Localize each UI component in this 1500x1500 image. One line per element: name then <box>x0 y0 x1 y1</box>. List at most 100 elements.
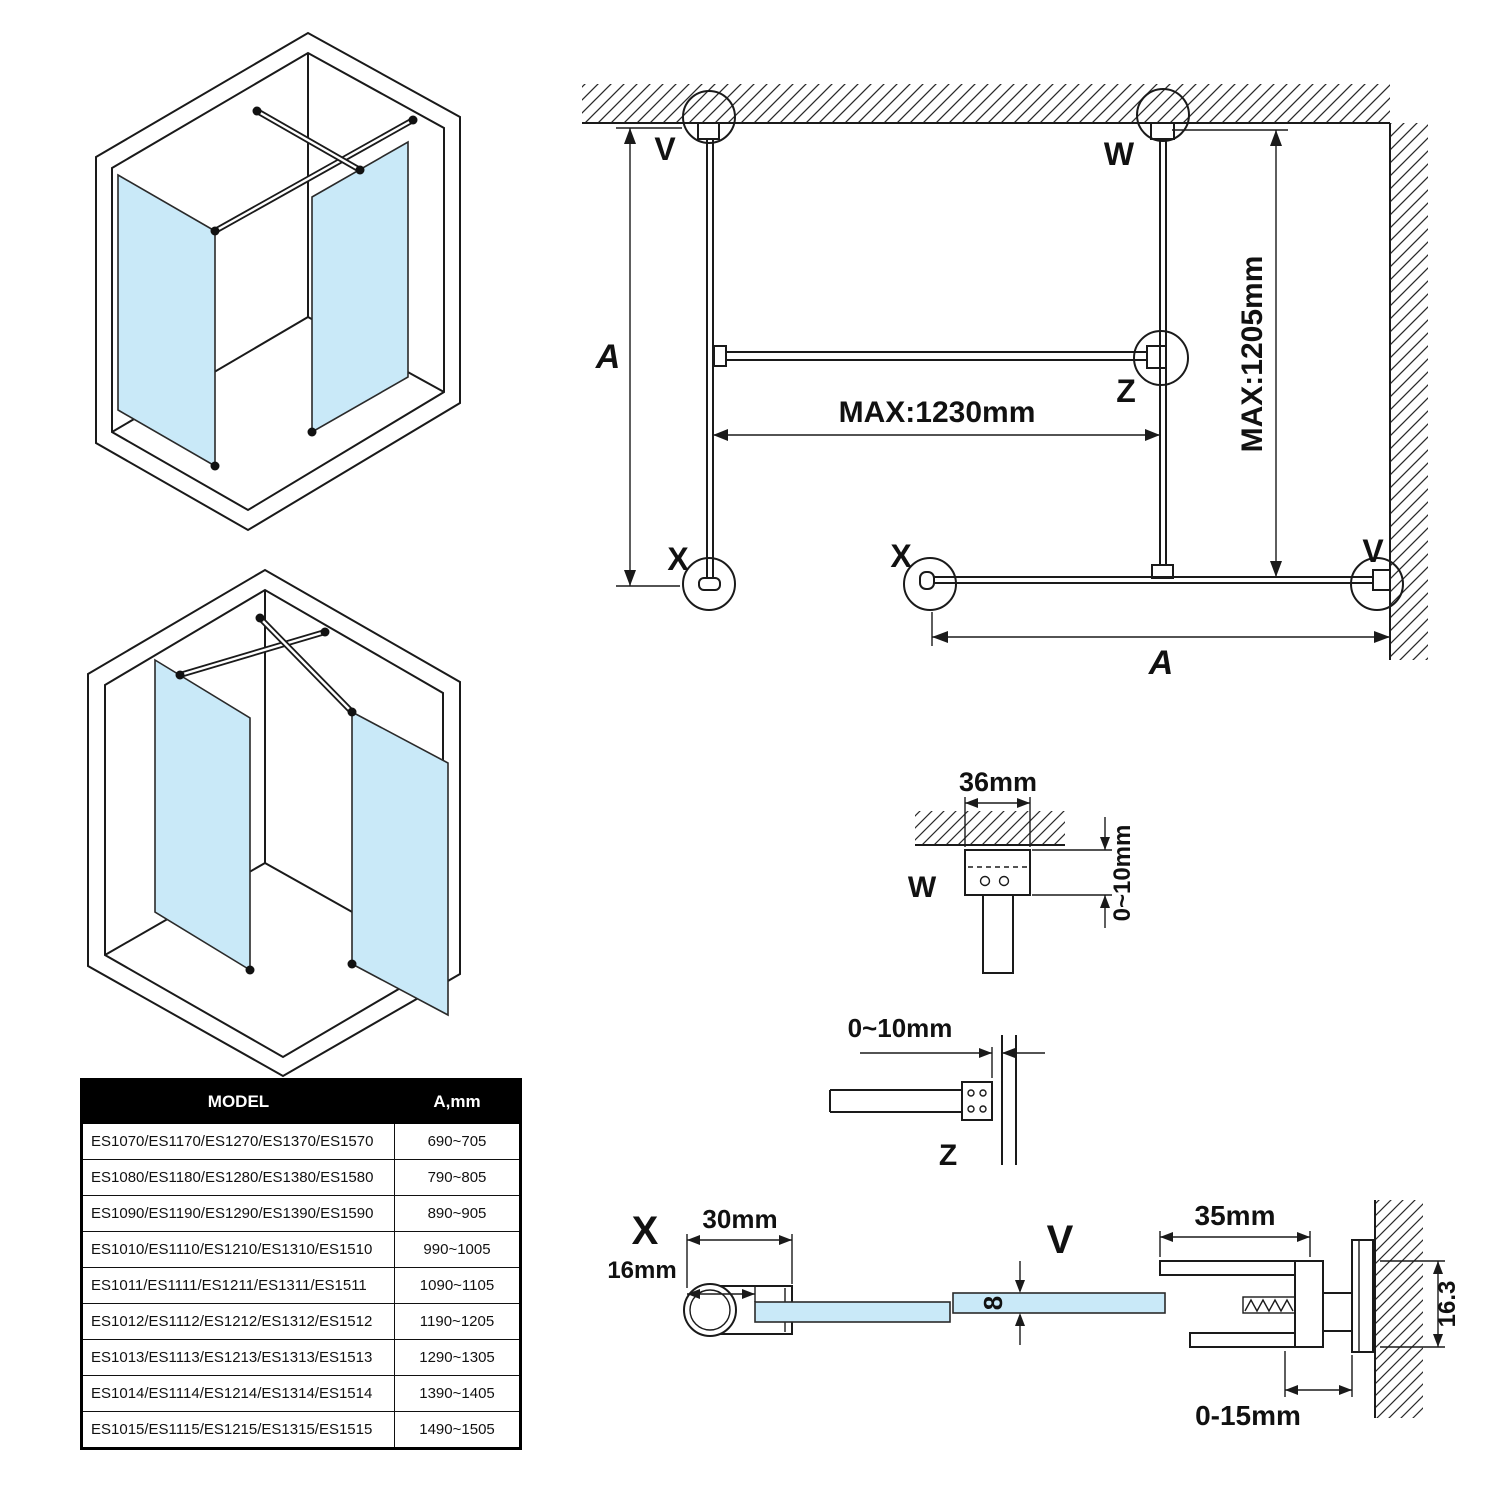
svg-text:MAX:1230mm: MAX:1230mm <box>839 396 1036 429</box>
detail-label-v: V <box>1047 1218 1074 1262</box>
a-cell: 790~805 <box>394 1159 521 1196</box>
table-header-model: MODEL <box>81 1079 395 1124</box>
detail-label-x: X <box>632 1209 659 1253</box>
detail-x: 30mm 16mm X <box>607 1204 951 1337</box>
model-cell: ES1011/ES1111/ES1211/ES1311/ES1511 <box>81 1267 395 1304</box>
model-cell: ES1090/ES1190/ES1290/ES1390/ES1590 <box>81 1195 395 1232</box>
svg-text:16.3: 16.3 <box>1434 1281 1461 1328</box>
a-cell: 890~905 <box>394 1195 521 1232</box>
ceiling-wall-hatch <box>582 84 1390 124</box>
a-cell: 1390~1405 <box>394 1375 521 1412</box>
svg-text:16mm: 16mm <box>607 1257 676 1284</box>
dimension-depth: 16.3 <box>1380 1260 1461 1348</box>
a-cell: 1490~1505 <box>394 1411 521 1449</box>
glass-panel-right <box>351 710 449 1017</box>
glass-panel-plan-bottom <box>919 569 1391 591</box>
end-cap-profile <box>683 1283 737 1337</box>
detail-label-z: Z <box>939 1139 957 1172</box>
svg-text:35mm: 35mm <box>1195 1200 1276 1231</box>
dimension-30mm: 30mm <box>686 1204 793 1288</box>
model-cell: ES1010/ES1110/ES1210/ES1310/ES1510 <box>81 1231 395 1268</box>
glass-panel-section <box>952 1292 1166 1314</box>
screw-icon <box>998 875 1010 887</box>
svg-text:MAX:1205mm: MAX:1205mm <box>1236 256 1269 453</box>
model-cell: ES1070/ES1170/ES1270/ES1370/ES1570 <box>81 1123 395 1160</box>
model-cell: ES1013/ES1113/ES1213/ES1313/ES1513 <box>81 1339 395 1376</box>
marker-label-x-left: X <box>667 541 689 577</box>
support-bar <box>210 106 418 471</box>
svg-text:0-15mm: 0-15mm <box>1195 1400 1301 1431</box>
model-cell: ES1014/ES1114/ES1214/ES1314/ES1514 <box>81 1375 395 1412</box>
dimension-adjust: 0-15mm <box>1195 1351 1353 1431</box>
ceiling-bar-plan <box>1150 122 1175 579</box>
wall-hatch <box>1374 1200 1423 1418</box>
a-cell: 1190~1205 <box>394 1303 521 1340</box>
detail-v: 35mm 8 16.3 0-15mm V <box>952 1200 1461 1431</box>
a-cell: 1090~1105 <box>394 1267 521 1304</box>
screw-icon <box>979 1105 987 1113</box>
dimension-35mm: 35mm <box>1159 1200 1311 1257</box>
dimension-max-width: MAX:1230mm <box>713 396 1160 441</box>
model-cell: ES1012/ES1112/ES1212/ES1312/ES1512 <box>81 1303 395 1340</box>
support-bar-plan <box>713 345 1167 369</box>
marker-label-v-top: V <box>654 131 676 167</box>
screw-icon <box>967 1089 975 1097</box>
dimension-36mm: 36mm <box>959 767 1037 847</box>
detail-z: 0~10mm Z <box>829 1013 1045 1172</box>
dimension-max-height: MAX:1205mm <box>1172 129 1288 577</box>
dimension-a-bottom: A <box>931 612 1390 682</box>
glass-panel-section <box>754 1301 951 1323</box>
support-bar <box>175 613 357 975</box>
bar-vertical <box>1001 1035 1017 1165</box>
model-cell: ES1015/ES1115/ES1215/ES1315/ES1515 <box>81 1411 395 1449</box>
table-header-row: MODEL A,mm <box>81 1079 521 1124</box>
svg-text:30mm: 30mm <box>702 1204 777 1234</box>
a-cell: 690~705 <box>394 1123 521 1160</box>
dimension-gap: 0~10mm <box>1032 817 1136 928</box>
marker-label-x-bottom: X <box>890 538 912 574</box>
svg-text:A: A <box>1148 644 1174 682</box>
ceiling-hatch <box>915 811 1065 845</box>
screw-icon <box>979 1089 987 1097</box>
svg-text:0~10mm: 0~10mm <box>848 1013 953 1043</box>
ceiling-bracket <box>964 849 1031 896</box>
a-cell: 990~1005 <box>394 1231 521 1268</box>
a-cell: 1290~1305 <box>394 1339 521 1376</box>
model-table: MODEL A,mm ES1070/ES1170/ES1270/ES1370/E… <box>80 1078 522 1450</box>
marker-circles <box>682 88 1404 611</box>
svg-text:A: A <box>595 338 621 376</box>
detail-label-w: W <box>908 871 937 904</box>
model-cell: ES1080/ES1180/ES1280/ES1380/ES1580 <box>81 1159 395 1196</box>
marker-label-v-right: V <box>1362 533 1384 569</box>
glass-panel-left <box>154 658 251 972</box>
side-wall-hatch <box>1389 123 1428 660</box>
bar-connector <box>961 1081 993 1121</box>
plan-view: V W Z X X V A MAX:1230mm MAX:1205mm <box>582 84 1428 682</box>
knurl-grip <box>1244 1298 1294 1313</box>
table-header-a: A,mm <box>394 1079 521 1124</box>
marker-label-z: Z <box>1116 373 1136 409</box>
marker-label-w: W <box>1104 136 1135 172</box>
screw-icon <box>967 1105 975 1113</box>
bar-horizontal <box>829 1089 962 1113</box>
dimension-glass-thickness: 8 <box>978 1261 1025 1345</box>
svg-text:8: 8 <box>978 1296 1008 1310</box>
glass-panel-plan-left <box>697 122 721 591</box>
dimension-gap: 0~10mm <box>848 1013 1045 1078</box>
iso-view-1 <box>95 31 461 532</box>
svg-text:0~10mm: 0~10mm <box>1109 825 1136 922</box>
svg-text:36mm: 36mm <box>959 767 1037 797</box>
glass-panel-left <box>117 173 216 468</box>
glass-panel-right <box>311 140 409 434</box>
screw-icon <box>979 875 991 887</box>
